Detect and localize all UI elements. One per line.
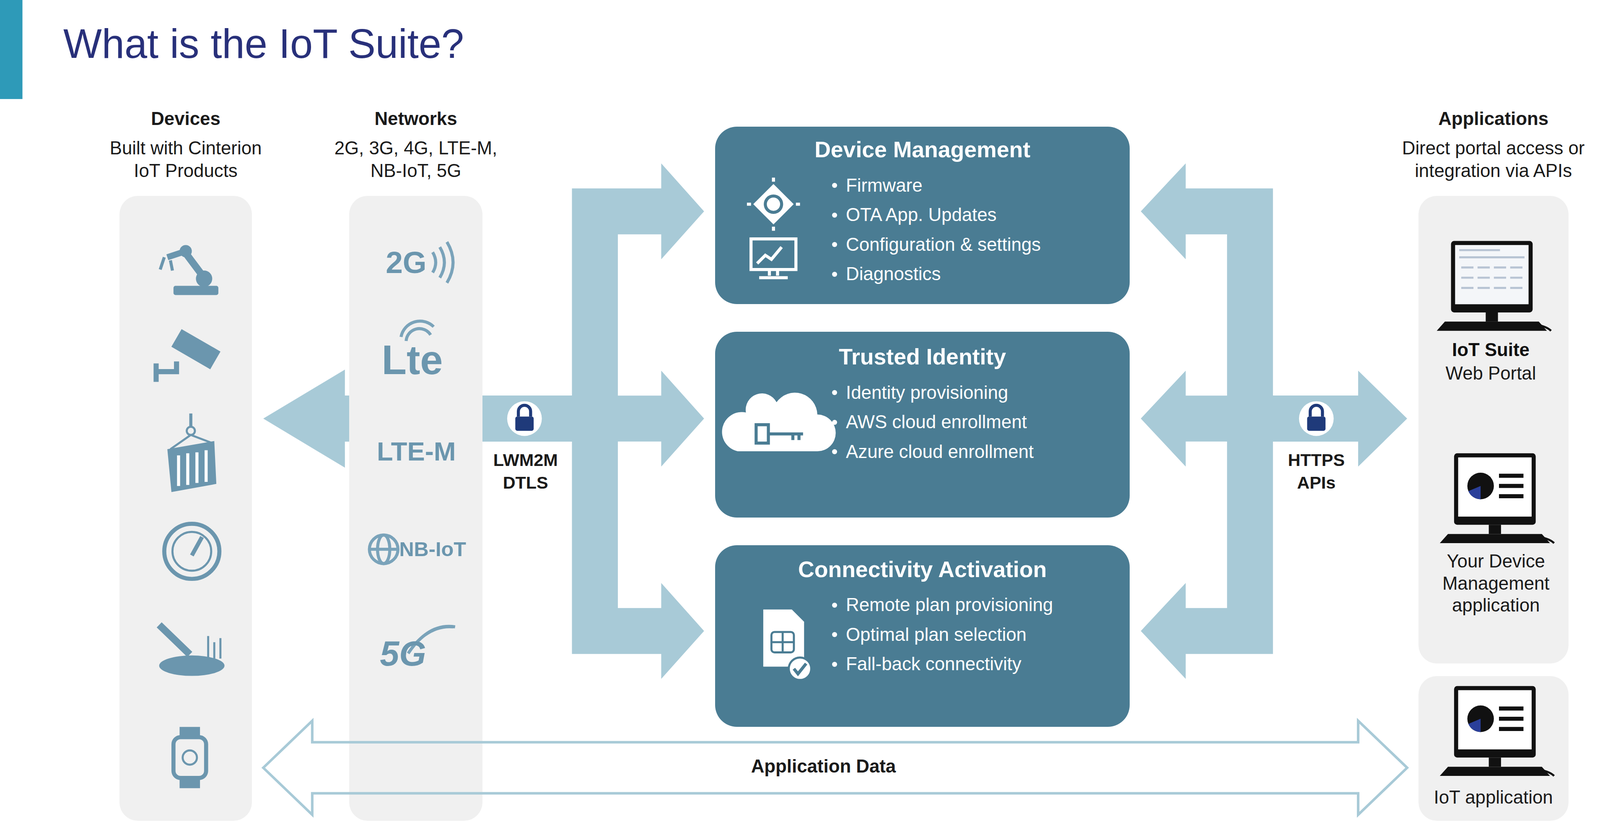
- application-name: Web Portal: [1419, 362, 1563, 385]
- bullet-item: Fall-back connectivity: [845, 648, 1130, 679]
- panel-heading: DevicesBuilt with Cinterion IoT Products: [101, 107, 270, 182]
- bullet-item: Remote plan provisioning: [845, 589, 1130, 620]
- device-icons: [155, 244, 225, 788]
- connector: [1141, 163, 1359, 419]
- service-icons: [721, 177, 836, 680]
- label-holder: HTTPS APIs: [1277, 448, 1356, 495]
- page-title: What is the IoT Suite?: [63, 20, 465, 68]
- label-holder: Application Data: [660, 754, 987, 778]
- application-name: Your Device Management application: [1424, 549, 1568, 617]
- connector-label: HTTPS APIs: [1287, 450, 1345, 493]
- network-logo: NB-IoT: [386, 536, 479, 561]
- arrow-head: [1141, 370, 1186, 467]
- network-logo: 5G: [352, 632, 454, 675]
- lock-icons: [507, 401, 1334, 436]
- label-holder: Web Portal: [1419, 362, 1563, 385]
- arrow-shaft: [1185, 211, 1359, 419]
- label-holder: LWM2M DTLS: [484, 448, 567, 495]
- monitor-icons: [1436, 240, 1555, 776]
- accent-bar: [0, 0, 23, 99]
- application-name: IoT Suite: [1419, 338, 1563, 361]
- arrow-head: [1141, 582, 1186, 679]
- bullet-list: Identity provisioningAWS cloud enrollmen…: [845, 377, 1130, 467]
- panel-title: Devices: [101, 107, 270, 130]
- connector-label: Application Data: [751, 755, 897, 776]
- label-holder: 2G: [344, 243, 468, 281]
- panel-heading: Networks 2G, 3G, 4G, LTE-M, NB-IoT, 5G: [326, 107, 506, 182]
- arrow-head: [661, 582, 704, 679]
- network-logo-marks: [369, 241, 455, 654]
- connector-label: LWM2M DTLS: [493, 450, 558, 493]
- arrow-head: [1141, 163, 1186, 260]
- network-logo: Lte: [350, 335, 474, 385]
- network-panel: Networks2G, 3G, 4G, LTE-M, NB-IoT, 5G: [349, 195, 483, 821]
- panel-title: Networks: [326, 107, 506, 130]
- panel-subtitle: Built with Cinterion IoT Products: [101, 136, 270, 182]
- network-logo: 2G: [344, 243, 468, 281]
- label-holder: Your Device Management application: [1424, 549, 1568, 617]
- arrow-head: [661, 370, 704, 467]
- label-holder: Lte: [350, 335, 474, 385]
- arrow-shaft: [1185, 418, 1359, 631]
- box-title: Connectivity Activation: [715, 556, 1130, 582]
- bullet-list: FirmwareOTA App. UpdatesConfiguration & …: [845, 170, 1130, 289]
- arrow-head: [661, 163, 704, 260]
- network-logo: LTE-M: [352, 435, 480, 468]
- connector: [263, 720, 1408, 815]
- panel-title: Applications: [1391, 107, 1596, 130]
- label-holder: IoT Suite: [1419, 338, 1563, 361]
- bullet-item: OTA App. Updates: [845, 199, 1130, 230]
- label-holder: 5G: [352, 632, 454, 675]
- bullet-item: Optimal plan selection: [845, 619, 1130, 650]
- bullet-item: Azure cloud enrollment: [845, 436, 1130, 467]
- box-title: Device Management: [715, 136, 1130, 163]
- panel-heading: ApplicationsDirect portal access or inte…: [1391, 107, 1596, 182]
- label-holder: LTE-M: [352, 435, 480, 468]
- bullet-item: Configuration & settings: [845, 229, 1130, 260]
- connector: [344, 418, 705, 679]
- bullet-item: AWS cloud enrollment: [845, 407, 1130, 437]
- box-content: IoT application: [1418, 786, 1569, 808]
- arrow-head: [1358, 370, 1408, 467]
- bullet-list: Remote plan provisioningOptimal plan sel…: [845, 589, 1130, 679]
- label-holder: NB-IoT: [386, 536, 479, 561]
- connector: [1141, 418, 1359, 679]
- panel-subtitle: 2G, 3G, 4G, LTE-M, NB-IoT, 5G: [326, 136, 506, 182]
- panel-subtitle: Direct portal access or integration via …: [1391, 136, 1596, 182]
- bullet-item: Identity provisioning: [845, 377, 1130, 408]
- arrow-head: [263, 369, 345, 468]
- bullet-item: Firmware: [845, 170, 1130, 201]
- outline-arrow: [263, 720, 1408, 815]
- box-label: IoT application: [1418, 786, 1569, 808]
- box-title: Trusted Identity: [715, 343, 1130, 370]
- bullet-item: Diagnostics: [845, 259, 1130, 289]
